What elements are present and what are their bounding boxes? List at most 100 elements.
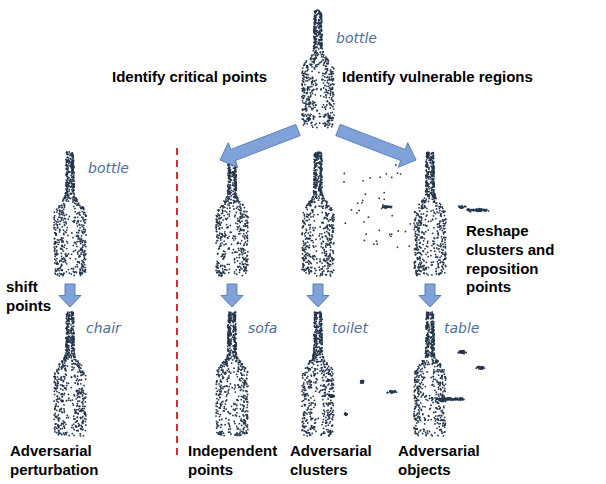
point: [235, 251, 237, 253]
point: [228, 235, 230, 237]
point: [301, 85, 303, 87]
point: [66, 168, 68, 170]
point: [238, 233, 240, 235]
point: [328, 83, 330, 85]
point: [231, 243, 233, 245]
point: [320, 38, 322, 40]
point: [59, 259, 61, 261]
point: [304, 84, 306, 86]
point: [326, 85, 328, 87]
point: [56, 251, 58, 253]
point: [238, 248, 240, 250]
point: [225, 243, 227, 245]
point: [243, 252, 245, 254]
point: [76, 241, 78, 243]
point: [80, 220, 82, 222]
point: [315, 33, 317, 35]
point: [330, 89, 332, 91]
point: [244, 235, 246, 237]
point: [302, 100, 304, 102]
point: [62, 237, 64, 239]
point: [70, 268, 72, 270]
point: [322, 59, 324, 61]
point: [313, 47, 315, 49]
point: [305, 101, 307, 103]
point: [243, 214, 245, 216]
point: [75, 243, 77, 245]
point: [324, 80, 326, 82]
point: [64, 204, 66, 206]
point: [83, 228, 85, 230]
point: [224, 210, 226, 212]
point: [72, 201, 74, 203]
point: [57, 219, 59, 221]
point: [57, 209, 59, 211]
point: [222, 205, 224, 207]
point: [241, 229, 243, 231]
point: [233, 193, 235, 195]
point: [54, 215, 56, 217]
point: [70, 186, 72, 188]
point: [72, 245, 74, 247]
point: [313, 117, 315, 119]
point: [225, 198, 227, 200]
point: [73, 271, 75, 273]
point: [318, 63, 320, 65]
point: [59, 214, 61, 216]
point: [223, 244, 225, 246]
point: [83, 213, 85, 215]
point: [305, 61, 307, 63]
point: [235, 187, 237, 189]
point: [58, 243, 60, 245]
point: [309, 89, 311, 91]
point: [315, 82, 317, 84]
point: [234, 259, 236, 261]
point: [81, 260, 83, 262]
point: [220, 207, 222, 209]
point: [217, 240, 219, 242]
point: [235, 238, 237, 240]
point: [215, 270, 217, 272]
point: [65, 193, 67, 195]
point: [247, 251, 249, 253]
point: [314, 16, 316, 18]
point: [222, 258, 224, 260]
point: [318, 27, 320, 29]
point: [244, 223, 246, 225]
point: [63, 246, 65, 248]
point: [78, 261, 80, 263]
point: [65, 173, 67, 175]
point: [222, 265, 224, 267]
point: [302, 70, 304, 72]
point: [325, 115, 327, 117]
point: [85, 234, 87, 236]
point: [315, 79, 317, 81]
point: [313, 84, 315, 86]
point: [232, 182, 234, 184]
point: [76, 232, 78, 234]
point: [84, 250, 86, 252]
point: [59, 206, 61, 208]
point: [314, 24, 316, 26]
point: [308, 120, 310, 122]
point: [331, 66, 333, 68]
point: [301, 113, 303, 115]
point: [311, 125, 313, 127]
point: [68, 196, 70, 198]
point: [227, 195, 229, 197]
point: [330, 69, 332, 71]
point: [81, 224, 83, 226]
point: [70, 158, 72, 160]
point: [318, 23, 320, 25]
point: [85, 246, 87, 248]
point: [72, 199, 74, 201]
point: [83, 245, 85, 247]
point: [53, 217, 55, 219]
point: [303, 90, 305, 92]
point: [325, 72, 327, 74]
point: [318, 42, 320, 44]
point: [239, 218, 241, 220]
point: [326, 101, 328, 103]
point: [53, 219, 55, 221]
point: [245, 214, 247, 216]
